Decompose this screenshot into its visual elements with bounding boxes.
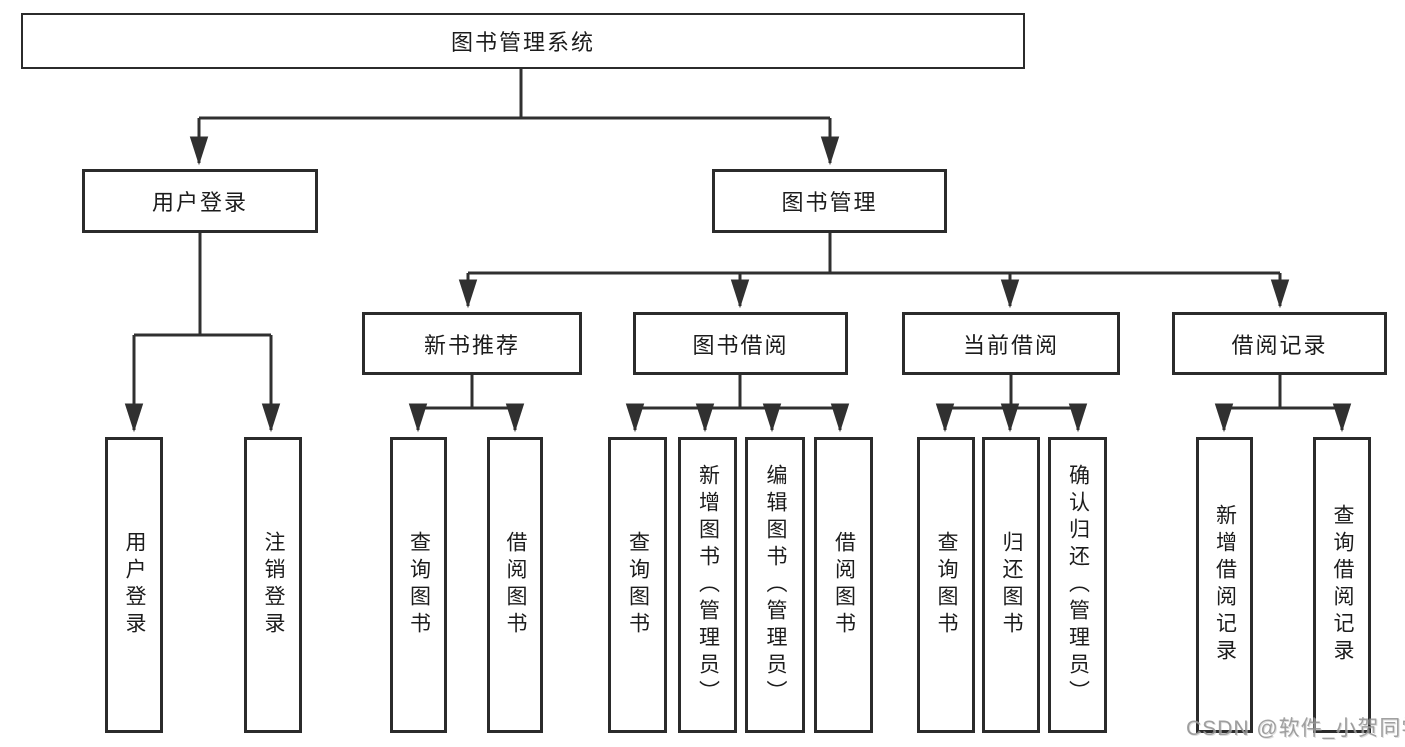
node-label: 查询借阅记录	[1331, 504, 1354, 666]
node-label: 查询图书	[407, 531, 431, 639]
node-edit-books-admin: 编辑图书（管理员）	[745, 437, 805, 733]
node-logout: 注销登录	[244, 437, 302, 733]
node-label: 确认归还（管理员）	[1066, 463, 1090, 707]
node-label: 查询图书	[935, 531, 958, 639]
node-borrowing-records: 借阅记录	[1172, 312, 1387, 375]
node-confirm-return-admin: 确认归还（管理员）	[1048, 437, 1107, 733]
node-borrow-books: 借阅图书	[814, 437, 873, 733]
node-book-management-system: 图书管理系统	[21, 13, 1025, 69]
node-query-books-current: 查询图书	[917, 437, 975, 733]
node-user-login: 用户登录	[105, 437, 163, 733]
node-book-management-group: 图书管理	[712, 169, 947, 233]
node-book-borrowing: 图书借阅	[633, 312, 848, 375]
node-label: 用户登录	[123, 531, 146, 639]
node-new-book-recommendation: 新书推荐	[362, 312, 582, 375]
node-label: 编辑图书（管理员）	[764, 463, 787, 707]
node-query-books-recommend: 查询图书	[390, 437, 447, 733]
csdn-watermark: CSDN @软件_小贺同学	[1186, 717, 1405, 740]
node-label: 图书借阅	[692, 332, 789, 358]
node-add-books-admin: 新增图书（管理员）	[678, 437, 737, 733]
node-query-borrow-record: 查询借阅记录	[1313, 437, 1371, 733]
node-label: 新增借阅记录	[1213, 504, 1237, 666]
node-borrow-books-recommend: 借阅图书	[487, 437, 543, 733]
node-query-books-borrow: 查询图书	[608, 437, 667, 733]
node-user-login-group: 用户登录	[82, 169, 318, 233]
node-add-borrow-record: 新增借阅记录	[1196, 437, 1253, 733]
node-label: 注销登录	[262, 531, 285, 639]
node-label: 新增图书（管理员）	[696, 463, 720, 707]
node-label: 借阅记录	[1231, 332, 1328, 358]
node-return-books: 归还图书	[982, 437, 1040, 733]
node-label: 当前借阅	[962, 332, 1059, 358]
node-label: 归还图书	[1000, 531, 1023, 639]
node-label: 借阅图书	[832, 531, 856, 639]
node-current-borrowing: 当前借阅	[902, 312, 1120, 375]
node-label: 用户登录	[151, 190, 248, 215]
node-label: 图书管理	[781, 190, 878, 215]
node-label: 借阅图书	[504, 531, 527, 639]
node-label: 查询图书	[626, 531, 650, 639]
node-label: 新书推荐	[423, 332, 520, 358]
node-label: 图书管理系统	[450, 30, 595, 55]
